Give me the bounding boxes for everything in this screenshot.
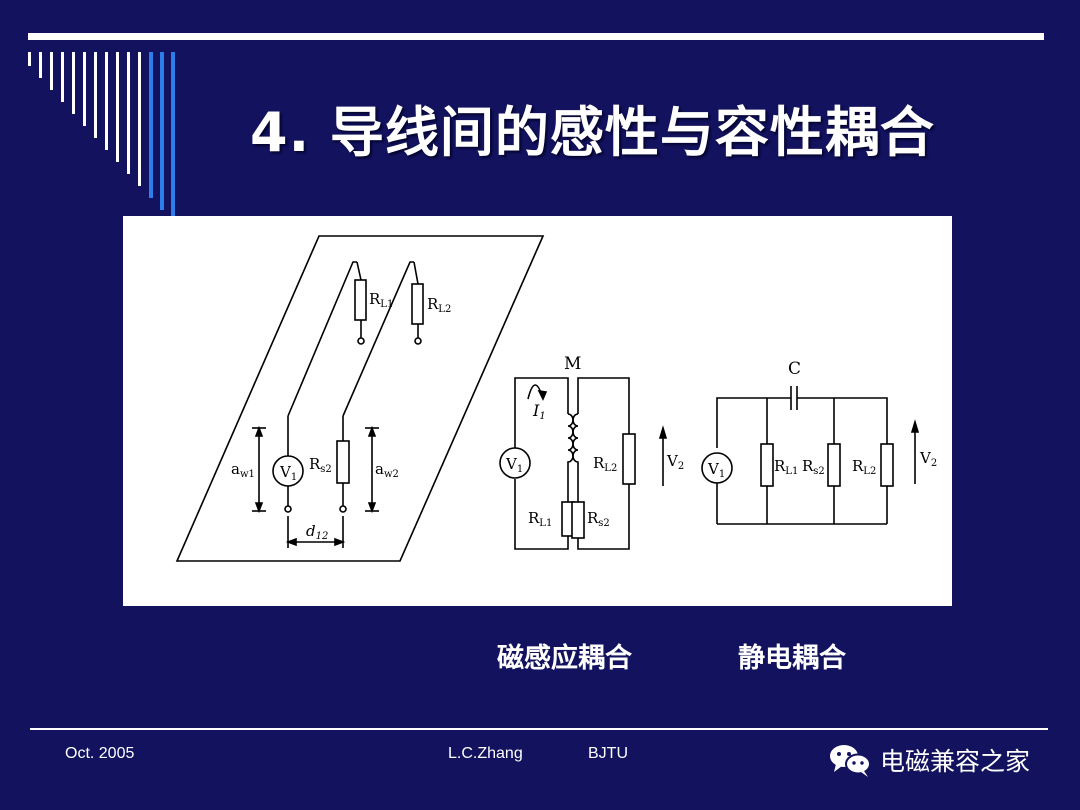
label-d12: d12 (306, 522, 328, 542)
resistor-mag-rs2 (571, 501, 585, 539)
wire-2 (336, 261, 424, 513)
footer-institution: BJTU (588, 745, 628, 762)
resistor-rs2 (336, 440, 350, 484)
top-rule (28, 33, 1044, 40)
stripe (94, 52, 97, 138)
resistor-rl2 (411, 283, 424, 325)
circuit-figure: RL1 RL2 aw1 V1 Rs2 aw2 d12 M I1 V1 RL2 V… (123, 216, 952, 606)
label-el-rl1: RL1 (774, 457, 798, 477)
stripe (105, 52, 108, 150)
footer-date: Oct. 2005 (65, 745, 135, 762)
height-arrow-aw2 (365, 425, 379, 514)
label-rl1: RL1 (369, 290, 393, 310)
wire-1 (272, 261, 367, 513)
caption-electric-coupling: 静电耦合 (738, 643, 846, 674)
stripe (39, 52, 42, 78)
label-mag-v2: V2 (666, 452, 684, 472)
caption-magnetic-coupling: 磁感应耦合 (497, 643, 632, 674)
label-el-v2: V2 (919, 449, 937, 469)
label-mag-v1: V1 (505, 455, 523, 475)
coil-secondary (572, 413, 579, 498)
label-aw1: aw1 (231, 460, 255, 480)
electric-coupling-circuit (701, 386, 920, 525)
label-i1: I1 (532, 401, 546, 422)
resistor-el-rl1 (760, 443, 774, 487)
label-aw2: aw2 (375, 460, 399, 480)
stripe (28, 52, 31, 66)
label-rl2: RL2 (427, 295, 451, 315)
stripe (50, 52, 53, 90)
ground-plane (175, 235, 545, 562)
stripe (149, 52, 153, 198)
decorative-stripes (28, 52, 175, 222)
voltmeter-mag-v1 (499, 447, 531, 479)
resistor-rl1 (354, 279, 367, 321)
bottom-rule (30, 728, 1048, 730)
stripe (83, 52, 86, 126)
stripe (61, 52, 64, 102)
label-m: M (564, 354, 581, 374)
stripe (116, 52, 119, 162)
resistor-el-rl2 (880, 443, 894, 487)
label-el-rl2: RL2 (852, 457, 876, 477)
stripe (160, 52, 164, 210)
stripe (72, 52, 75, 114)
watermark: 电磁兼容之家 (828, 740, 1030, 780)
magnetic-coupling-circuit (499, 377, 668, 550)
label-c: C (788, 359, 801, 379)
label-mag-rl1: RL1 (528, 509, 552, 529)
stripe (171, 52, 175, 222)
label-v1: V1 (279, 463, 297, 483)
watermark-text: 电磁兼容之家 (880, 747, 1031, 776)
resistor-mag-rl2 (622, 433, 636, 485)
label-mag-rl2: RL2 (593, 454, 617, 474)
dimension-d12 (285, 516, 346, 548)
label-el-v1: V1 (707, 460, 725, 480)
resistor-el-rs2 (827, 443, 841, 487)
slide-title: 4. 导线间的感性与容性耦合 (250, 101, 935, 164)
footer-author: L.C.Zhang (448, 745, 523, 762)
label-el-rs2: Rs2 (802, 457, 825, 477)
wechat-icon (830, 745, 871, 777)
stripe (138, 52, 141, 186)
height-arrow-aw1 (252, 425, 266, 514)
stripe (127, 52, 130, 174)
label-mag-rs2: Rs2 (587, 509, 610, 529)
label-rs2: Rs2 (309, 455, 332, 475)
